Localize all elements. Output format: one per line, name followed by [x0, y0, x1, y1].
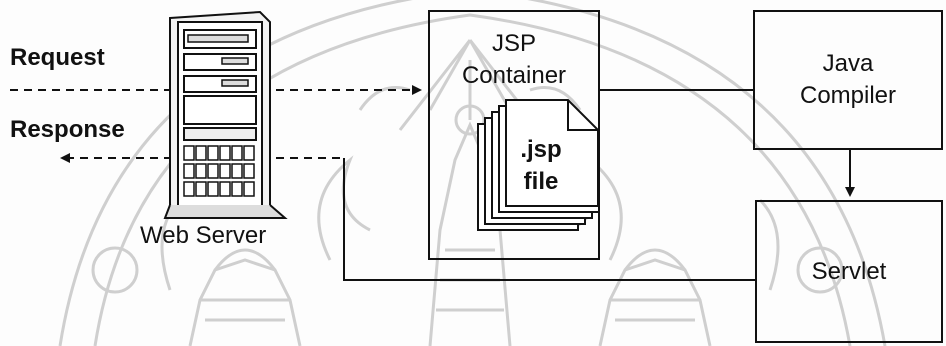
- jsp-container-box: [428, 10, 600, 260]
- jsp-file-label-line2: file: [523, 168, 559, 195]
- jsp-container-title-line1: JSP: [491, 30, 536, 57]
- servlet-label: Servlet: [811, 258, 887, 285]
- servlet-return-line: [343, 158, 755, 281]
- server-tower-icon: [163, 10, 288, 219]
- response-label: Response: [10, 116, 125, 143]
- java-compiler-label-line2: Compiler: [799, 82, 897, 109]
- servlet-box: [755, 200, 943, 343]
- web-server-label: Web Server: [140, 222, 267, 249]
- java-compiler-box: [753, 10, 943, 150]
- request-label: Request: [10, 44, 105, 71]
- document-stack-icon: [477, 99, 600, 231]
- jsp-container-title-line2: Container: [461, 62, 567, 89]
- jsp-file-label-line1: .jsp: [520, 136, 562, 163]
- java-compiler-label-line1: Java: [822, 50, 874, 77]
